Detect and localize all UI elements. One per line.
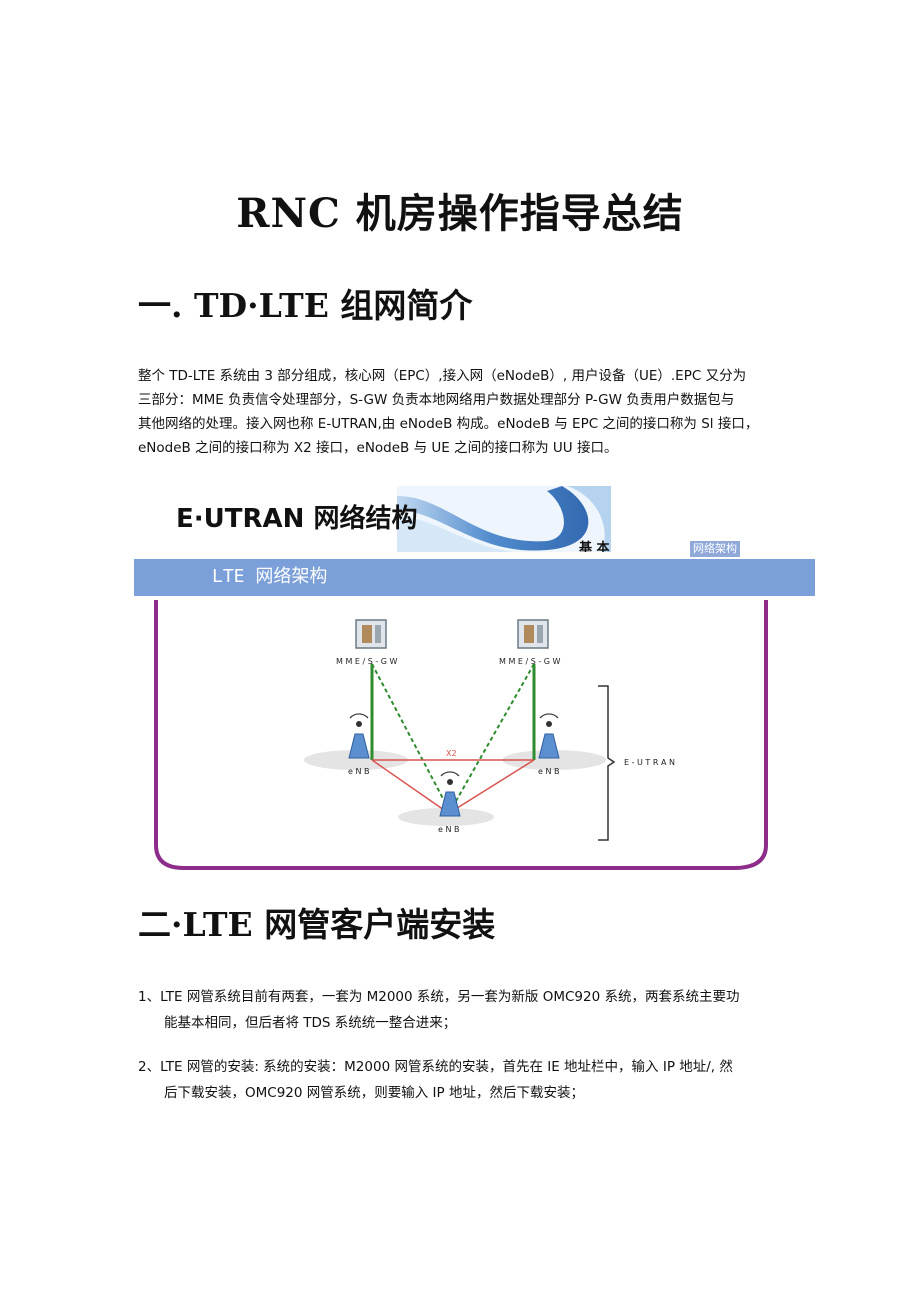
enb-tower-icon [439, 771, 461, 817]
section2-heading: 二·LTE 网管客户端安装 [138, 905, 496, 944]
intro-line: 整个 TD-LTE 系统由 3 部分组成，核心网（EPC）,接入网（eNodeB… [138, 368, 747, 384]
x2-link [371, 759, 445, 811]
figure-small-label: 网络架构 [690, 541, 740, 557]
enb-label: e N B [538, 767, 559, 776]
section1-heading: 一. TD·LTE 组网简介 [138, 286, 473, 325]
x2-label: X2 [446, 749, 457, 758]
figure-wave-graphic: 基 本 [397, 486, 611, 552]
intro-line: 其他网络的处理。接入网也称 E-UTRAN,由 eNodeB 构成。eNodeB… [138, 416, 759, 432]
ground-shadow [502, 750, 606, 770]
intro-paragraph: 整个 TD-LTE 系统由 3 部分组成，核心网（EPC）,接入网（eNodeB… [138, 364, 818, 460]
ground-shadow [304, 750, 408, 770]
list-item-line: 后下载安装，OMC920 网管系统，则要输入 IP 地址，然后下载安装； [164, 1085, 584, 1101]
mme-sgw-label: M M E / S - G W [499, 657, 561, 666]
wave-text: 基 本 [578, 540, 610, 552]
wave-graphic: 基 本 [397, 486, 611, 552]
list-item: 2、LTE 网管的安装: 系统的安装：M2000 网管系统的安装，首先在 IE … [138, 1054, 818, 1106]
enb-tower-icon [348, 713, 370, 759]
figure-title: E·UTRAN 网络结构 [176, 504, 418, 534]
figure-band [134, 559, 815, 596]
diagram-frame [154, 600, 768, 870]
s1-link [371, 663, 449, 809]
server-icon [517, 619, 549, 649]
list-item-line: 1、LTE 网管系统目前有两套，一套为 M2000 系统，另一套为新版 OMC9… [138, 989, 740, 1005]
server-icon [355, 619, 387, 649]
intro-line: eNodeB 之间的接口称为 X2 接口，eNodeB 与 UE 之间的接口称为… [138, 440, 618, 456]
eutran-brace [598, 685, 616, 841]
eutran-label: E - U T R A N [624, 758, 675, 767]
ground-shadow [398, 808, 494, 826]
list-item: 1、LTE 网管系统目前有两套，一套为 M2000 系统，另一套为新版 OMC9… [138, 984, 818, 1036]
intro-line: 三部分：MME 负责信令处理部分，S-GW 负责本地网络用户数据处理部分 P-G… [138, 392, 735, 408]
x2-link [453, 759, 535, 811]
enb-label: e N B [348, 767, 369, 776]
lte-network-diagram: X2 M M E / S - G W M M E / S - G W e N B… [154, 600, 768, 870]
list-item-line: 能基本相同，但后者将 TDS 系统统一整合进来； [164, 1015, 457, 1031]
list-item-line: 2、LTE 网管的安装: 系统的安装：M2000 网管系统的安装，首先在 IE … [138, 1059, 733, 1075]
mme-sgw-label: M M E / S - G W [336, 657, 398, 666]
enb-label: e N B [438, 825, 459, 834]
enb-tower-icon [538, 713, 560, 759]
figure-band-label: LTE 网络架构 [212, 566, 328, 587]
document-title: RNC 机房操作指导总结 [236, 190, 684, 237]
